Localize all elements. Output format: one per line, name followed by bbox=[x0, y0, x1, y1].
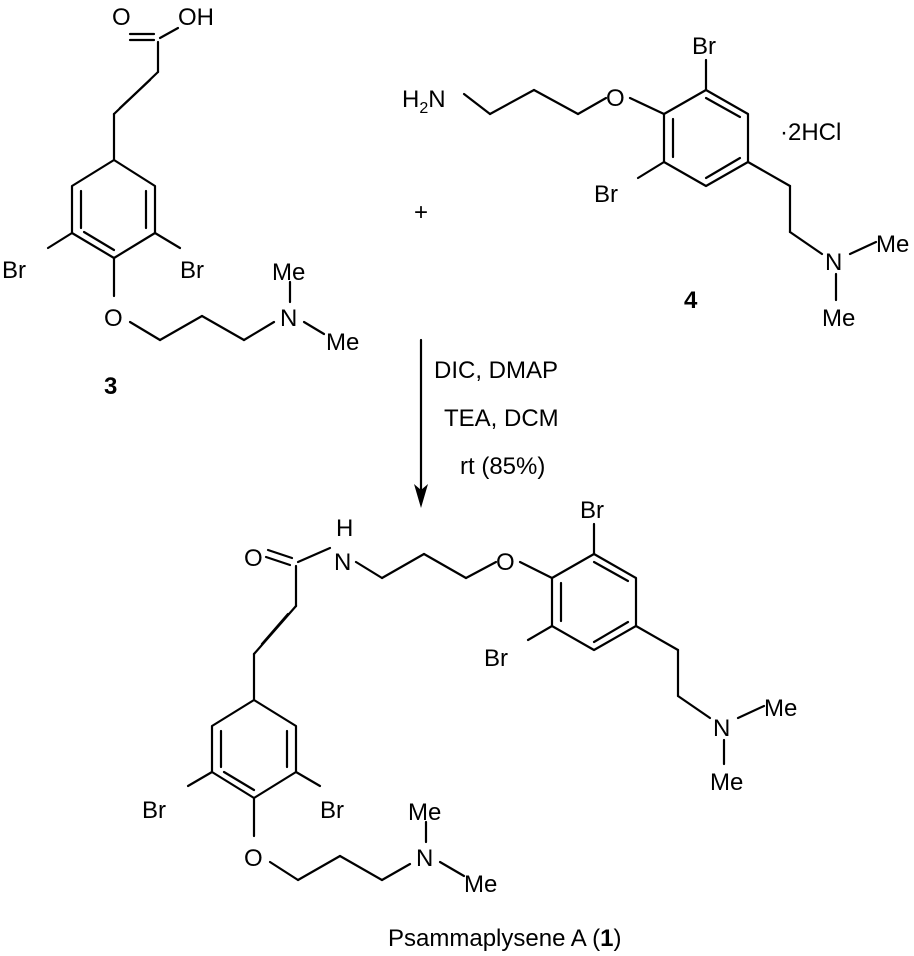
c3-me-bottom: Me bbox=[326, 329, 359, 356]
c4-salt: ·2HCl bbox=[780, 119, 841, 146]
c4-me-top: Me bbox=[876, 231, 909, 258]
c4-o-ether: O bbox=[606, 85, 625, 112]
compound-3-label: 3 bbox=[104, 373, 117, 400]
c4-br-bottom: Br bbox=[594, 181, 618, 208]
reaction-arrow bbox=[414, 338, 428, 508]
c3-oh: OH bbox=[178, 4, 214, 31]
c3-n: N bbox=[280, 305, 297, 332]
c3-br-right: Br bbox=[180, 257, 204, 284]
c4-br-top: Br bbox=[692, 33, 716, 60]
c4-me-bottom: Me bbox=[822, 305, 855, 332]
p-br-left: Br bbox=[142, 797, 166, 824]
p-me-right-bottom: Me bbox=[710, 769, 743, 796]
p-br-left-ring: Br bbox=[484, 645, 508, 672]
p-n-bottom: N bbox=[416, 845, 433, 872]
p-o-ether-right: O bbox=[496, 549, 515, 576]
c3-me-top: Me bbox=[272, 259, 305, 286]
p-n-amide: N bbox=[334, 549, 351, 576]
c3-br-left: Br bbox=[2, 257, 26, 284]
compound-3-structure bbox=[46, 26, 326, 342]
c3-o-ether: O bbox=[104, 305, 123, 332]
p-o-ether-bottom: O bbox=[244, 845, 263, 872]
p-br-top: Br bbox=[580, 497, 604, 524]
product-name: Psammaplysene A (1) bbox=[388, 925, 621, 952]
plus-sign: + bbox=[414, 199, 428, 226]
product-structure bbox=[186, 522, 766, 882]
p-me-right-top: Me bbox=[764, 695, 797, 722]
condition-line-2: TEA, DCM bbox=[444, 405, 559, 432]
condition-line-3: rt (85%) bbox=[460, 453, 545, 480]
c3-o-carbonyl: O bbox=[112, 4, 131, 31]
c4-n: N bbox=[825, 249, 842, 276]
p-n-right: N bbox=[713, 715, 730, 742]
compound-4-label: 4 bbox=[684, 287, 698, 314]
p-me-bottom-top: Me bbox=[408, 799, 441, 826]
p-me-bottom-bottom: Me bbox=[464, 871, 497, 898]
c4-h2: H2N bbox=[402, 86, 446, 117]
p-o-carbonyl: O bbox=[244, 545, 263, 572]
compound-4-structure bbox=[462, 58, 878, 302]
p-h: H bbox=[336, 515, 353, 542]
condition-line-1: DIC, DMAP bbox=[434, 357, 558, 384]
p-br-right: Br bbox=[320, 797, 344, 824]
